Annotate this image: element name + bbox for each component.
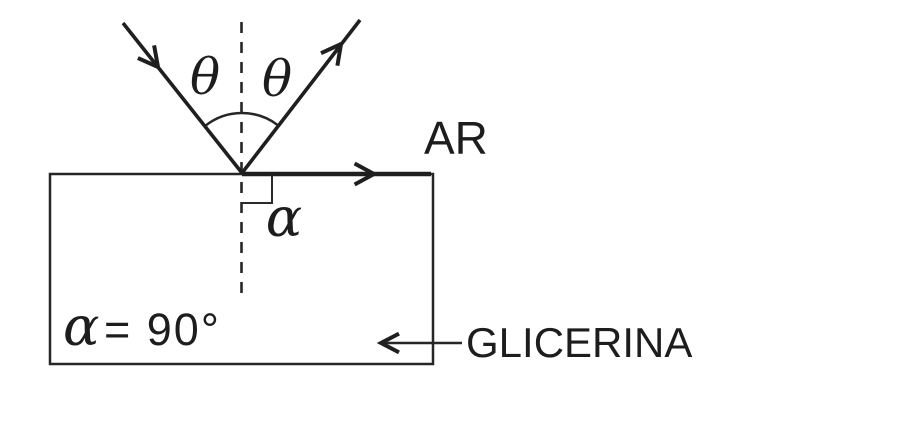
surface-ray-arrowhead-icon [353, 161, 379, 187]
equation-alpha-symbol: α [63, 295, 99, 358]
incident-ray-arrowhead-icon [137, 45, 161, 71]
glycerin-block [48, 172, 435, 366]
angle-arc [204, 111, 279, 127]
right-angle-marker [241, 175, 273, 204]
incident-ray [121, 21, 244, 175]
theta-incidence-label: θ [190, 48, 220, 106]
air-label: AR [424, 112, 488, 164]
theta-reflection-label: θ [262, 50, 292, 108]
glycerin-label: GLICERINA [466, 319, 692, 366]
alpha-angle-label: α [266, 186, 302, 249]
glycerin-pointer-arrowhead-icon [376, 331, 400, 355]
equation-value: = 90° [104, 304, 221, 355]
reflected-ray-arrowhead-icon [320, 40, 344, 67]
